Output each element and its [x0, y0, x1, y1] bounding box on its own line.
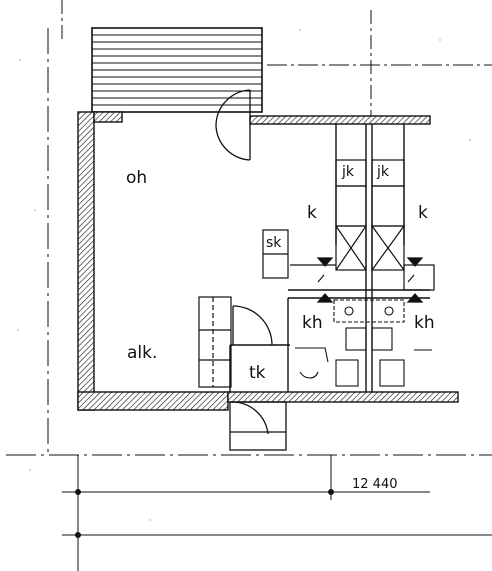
- entrance-door: [229, 401, 287, 451]
- paper-speckle: [17, 29, 471, 521]
- balcony-door: [215, 89, 251, 161]
- wardrobes: [198, 296, 232, 388]
- room-label-kitchen-right: k: [418, 203, 428, 223]
- cabinet-label-right: jk: [376, 164, 390, 180]
- sauna-stove: [262, 229, 289, 279]
- room-label-living: oh: [126, 168, 147, 188]
- grid-node: [75, 532, 81, 538]
- balcony: [91, 27, 263, 113]
- cabinet-label-left: jk: [341, 164, 355, 180]
- grid-lines: [6, 0, 492, 571]
- room-label-closet: tk: [249, 363, 266, 383]
- room-label-alcove: alk.: [127, 343, 157, 363]
- room-label-sauna: sk: [266, 235, 282, 251]
- room-label-bathroom-right: kh: [414, 313, 435, 333]
- grid-node: [328, 489, 334, 495]
- bathroom-fixtures: [295, 299, 432, 387]
- arrows: [316, 257, 424, 303]
- exterior-walls: [77, 111, 459, 411]
- grid-node: [75, 489, 81, 495]
- kitchen-cabinets: [290, 159, 435, 291]
- bathroom-door: [232, 305, 273, 346]
- dimension-label: 12 440: [352, 477, 398, 492]
- room-label-kitchen-left: k: [307, 203, 317, 223]
- room-label-bathroom-left: kh: [302, 313, 323, 333]
